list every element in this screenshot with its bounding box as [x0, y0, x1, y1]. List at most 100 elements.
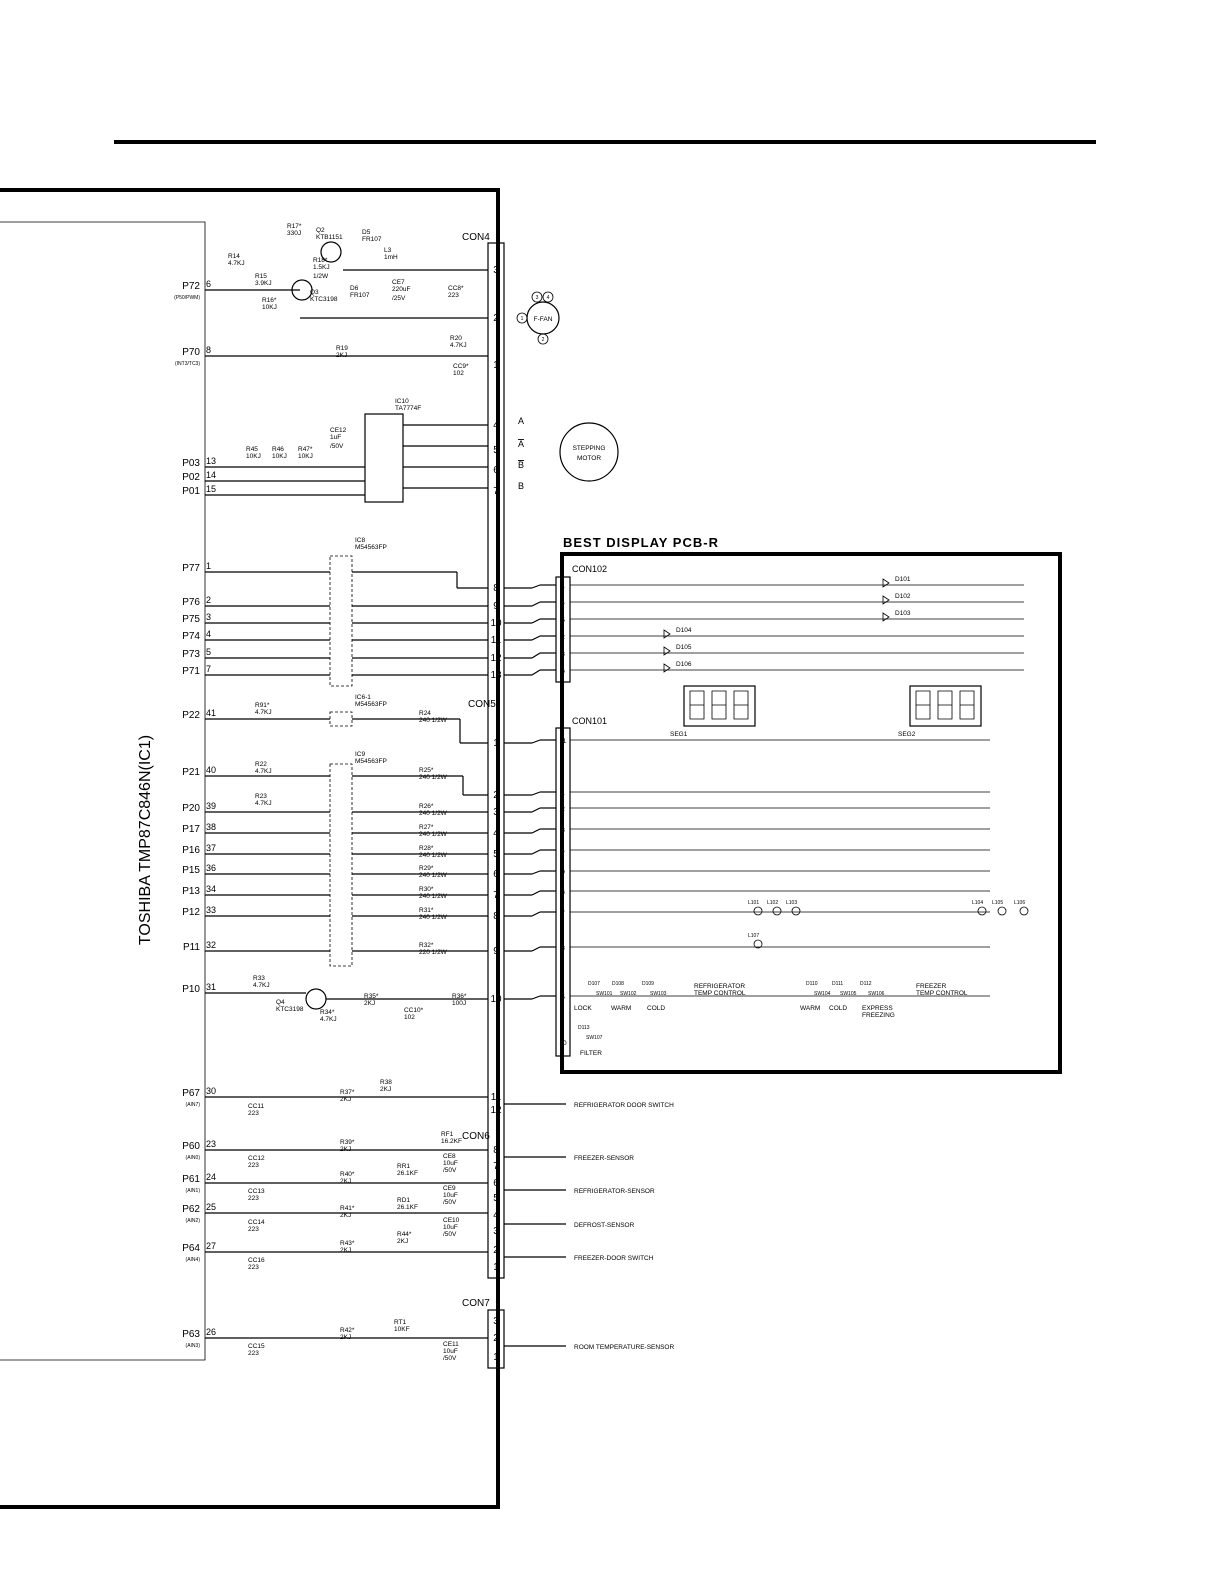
ext-label-0: REFRIGERATOR DOOR SWITCH [574, 1102, 674, 1109]
component-value-36: 240 1/2W [419, 914, 448, 921]
mcu-label: TOSHIBA TMP87C846N(IC1) [137, 735, 154, 945]
switch-sw104: SW104 [814, 991, 831, 997]
component-value-45: 2KJ [340, 1096, 351, 1103]
port-sub-p61: (AIN1) [186, 1188, 201, 1194]
component-value-59: 10uF [443, 1224, 458, 1231]
component-ref-12: CC8* [448, 285, 464, 292]
component-ref-24: R91* [255, 702, 270, 709]
ext-label-3: DEFROST-SENSOR [574, 1222, 635, 1229]
diode-symbol [663, 629, 671, 639]
display-pin-16: 10 [559, 1040, 567, 1047]
connector-pin-7: 8 [493, 583, 499, 594]
component-value-42: 102 [404, 1014, 415, 1021]
port-pin-26: 26 [206, 1327, 216, 1337]
component-ref-69: CC15 [248, 1343, 265, 1350]
component-value-10: 220uF [392, 286, 410, 293]
component-value-57: 223 [248, 1195, 259, 1202]
component-value-60: /50V [443, 1231, 457, 1238]
port-p12: P12 [182, 907, 200, 918]
led-l102: L102 [767, 900, 778, 906]
component-ref-59: CE10 [443, 1217, 460, 1224]
component-ref-9: D6 [350, 285, 359, 292]
component-ref-10: CE7 [392, 279, 405, 286]
component-value-15: 2KJ [336, 352, 347, 359]
wire [531, 849, 541, 855]
component-value-6: 1/2W [313, 273, 329, 280]
connector-strip [487, 242, 505, 1279]
switch-diode-d110: D110 [806, 981, 818, 987]
switch-label-5: FILTER [580, 1050, 602, 1057]
seg2-label: SEG2 [898, 731, 916, 738]
component-ref-54: CE9 [443, 1185, 456, 1192]
con101-label: CON101 [572, 716, 607, 726]
seven-segment-digit [711, 690, 727, 720]
component-ref-21: R46 [272, 446, 284, 453]
port-pin-27: 27 [206, 1241, 216, 1251]
group-label-0-0: REFRIGERATOR [694, 983, 745, 990]
diode-symbol [663, 663, 671, 673]
component-value-32: 240 1/2W [419, 831, 448, 838]
component-value-19: /50V [330, 443, 344, 450]
diode-symbol [882, 578, 890, 588]
port-pin-37: 37 [206, 843, 216, 853]
component-ref-44: R38 [380, 1079, 392, 1086]
component-ref-56: RD1 [397, 1197, 410, 1204]
ic9-box [329, 763, 353, 967]
component-ref-22: R47* [298, 446, 313, 453]
component-value-46: 223 [248, 1110, 259, 1117]
display-pin-14: 8 [561, 945, 565, 952]
component-ref-2: D5 [362, 229, 371, 236]
component-ref-0: R17* [287, 223, 302, 230]
component-value-65: 10KF [394, 1326, 410, 1333]
display-pin-1: 4 [561, 600, 565, 607]
component-value-68: /50V [443, 1355, 457, 1362]
component-ref-46: CC11 [248, 1103, 265, 1110]
wire [531, 911, 541, 917]
seven-segment-digit [959, 690, 975, 720]
wire [531, 870, 541, 875]
con4-label: CON4 [462, 232, 490, 243]
connector-pin-27: 6 [493, 1178, 499, 1189]
led-l107: L107 [748, 933, 759, 939]
component-value-50: /50V [443, 1167, 457, 1174]
led-l106: L106 [1014, 900, 1025, 906]
display-pin-7: 1 [561, 790, 565, 797]
external-connections: REFRIGERATOR DOOR SWITCHFREEZER-SENSORRE… [504, 1102, 674, 1351]
seven-segment-digit [689, 690, 705, 720]
component-value-48: 2KJ [340, 1146, 351, 1153]
fan-label: F-FAN [534, 316, 553, 323]
port-p15: P15 [182, 865, 200, 876]
port-p13: P13 [182, 886, 200, 897]
port-p62: P62 [182, 1204, 200, 1215]
port-p60: P60 [182, 1141, 200, 1152]
port-pin-1: 1 [206, 561, 211, 571]
seg1-display [683, 685, 756, 727]
connector-pin-18: 6 [493, 869, 499, 880]
component-ref-15: R19 [336, 345, 348, 352]
connector-pin-16: 4 [493, 828, 499, 839]
display-pin-3: 2 [561, 634, 565, 641]
wire [531, 995, 541, 1000]
ext-label-5: ROOM TEMPERATURE-SENSOR [574, 1344, 674, 1351]
port-p03: P03 [182, 458, 200, 469]
component-value-8: KTC3198 [310, 296, 338, 303]
led-symbol [791, 906, 801, 916]
port-pin-2: 2 [206, 595, 211, 605]
connector-pin-29: 4 [493, 1210, 499, 1221]
port-sub-p62: (AIN2) [186, 1218, 201, 1224]
switch-diode-d112: D112 [860, 981, 872, 987]
component-ref-34: R29* [419, 865, 434, 872]
wire [531, 828, 541, 834]
component-ref-61: CC14 [248, 1219, 265, 1226]
display-pin-13: 7 [561, 910, 565, 917]
port-p20: P20 [182, 803, 200, 814]
connector-pin-numbers: 3214567891011121312345678910111287654321… [490, 265, 567, 1363]
component-ref-7: L3 [384, 247, 392, 254]
component-ref-45: R37* [340, 1089, 355, 1096]
connector-pin-25: 8 [493, 1145, 499, 1156]
seven-segment-digit [915, 690, 931, 720]
led-l105: L105 [992, 900, 1003, 906]
component-ref-47: RF1 [441, 1131, 454, 1138]
connector-pin-9: 10 [490, 618, 502, 629]
